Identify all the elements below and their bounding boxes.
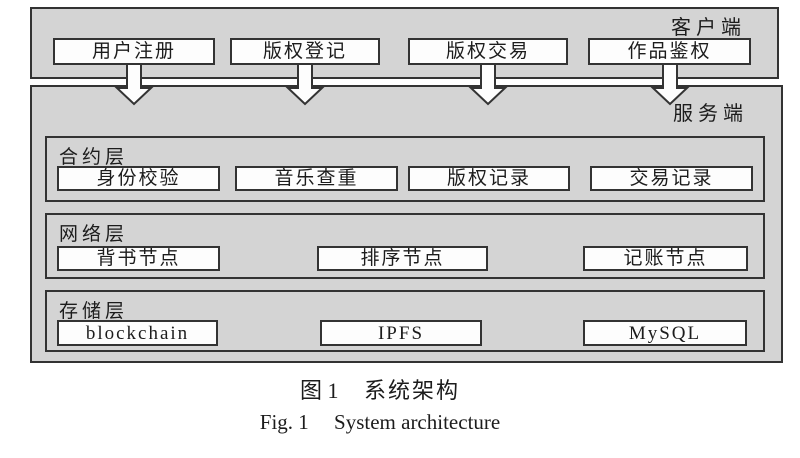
network-box-accounting-node: 记账节点 [583,246,748,271]
server-section-label: 服务端 [673,103,748,125]
contract-box-identity-check: 身份校验 [57,166,220,191]
network-layer: 网络层 背书节点 排序节点 记账节点 [45,213,765,279]
figure-number-cn: 图 1 [299,378,339,403]
figure-caption-en: Fig. 1 System architecture [0,407,760,437]
storage-box-ipfs: IPFS [320,320,482,346]
figure-title-en: System architecture [334,409,501,434]
contract-box-transaction-record: 交易记录 [590,166,753,191]
client-box-copyright-trade: 版权交易 [408,38,568,65]
contract-box-music-dedup: 音乐查重 [235,166,398,191]
client-section-label: 客户端 [671,17,746,39]
storage-layer-label: 存储层 [59,301,129,322]
network-box-endorsing-node: 背书节点 [57,246,220,271]
client-box-work-authentication: 作品鉴权 [588,38,751,65]
network-layer-label: 网络层 [59,224,129,245]
storage-box-blockchain: blockchain [57,320,218,346]
figure-number-en: Fig. 1 [259,409,309,434]
figure-caption-cn: 图 1 系统架构 [0,375,760,407]
contract-layer-label: 合约层 [59,147,129,168]
storage-box-mysql: MySQL [583,320,747,346]
network-box-ordering-node: 排序节点 [317,246,488,271]
storage-layer: 存储层 blockchain IPFS MySQL [45,290,765,352]
figure-title-cn: 系统架构 [364,378,461,403]
figure-caption: 图 1 系统架构 Fig. 1 System architecture [0,375,760,437]
contract-layer: 合约层 身份校验 音乐查重 版权记录 交易记录 [45,136,765,202]
client-section: 客户端 用户注册 版权登记 版权交易 作品鉴权 [30,7,779,79]
server-section: 服务端 合约层 身份校验 音乐查重 版权记录 交易记录 网络层 背书节点 排序节… [30,85,783,363]
contract-box-copyright-record: 版权记录 [408,166,570,191]
client-box-user-register: 用户注册 [53,38,215,65]
client-box-copyright-registration: 版权登记 [230,38,380,65]
